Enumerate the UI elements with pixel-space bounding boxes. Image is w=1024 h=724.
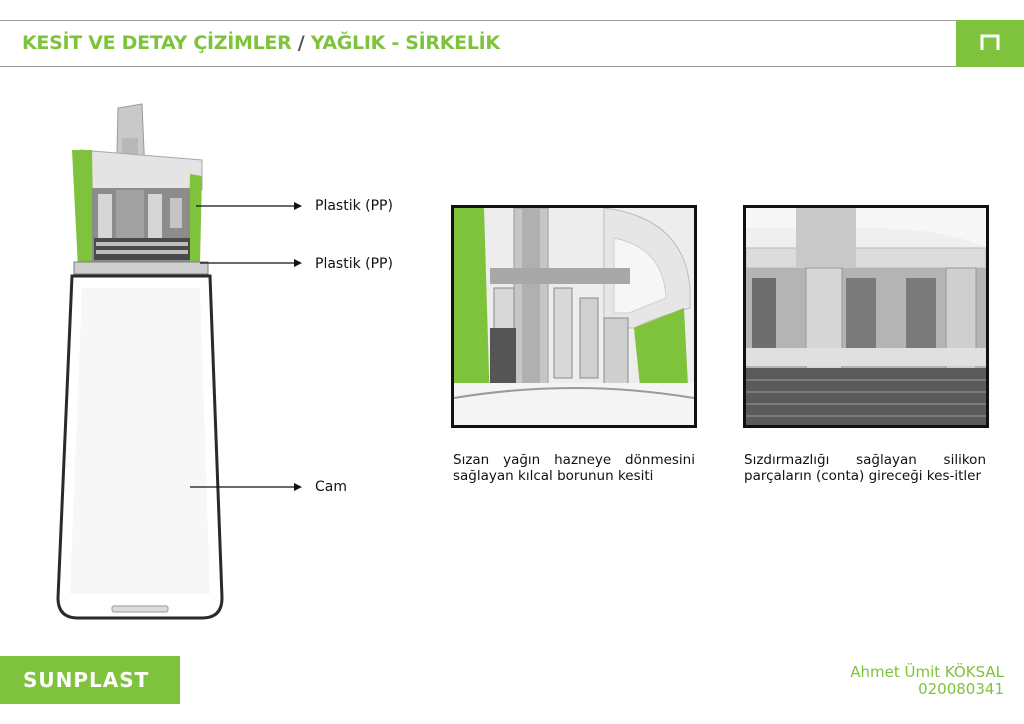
cap-label-arrow [196, 202, 302, 210]
bottle-section-drawing [56, 103, 224, 620]
ring-label-arrow [200, 259, 302, 267]
seal-section-render [746, 208, 986, 425]
header-bottom-rule [0, 66, 956, 67]
brand-logo-box [0, 656, 180, 704]
detail-capillary-section [451, 205, 697, 428]
label-ring-material: Plastik (PP) [315, 256, 393, 272]
brand-logo: SUNPLAST [23, 668, 150, 692]
corner-tab [956, 20, 1024, 67]
author-name: Ahmet Ümit KÖKSAL [850, 663, 1004, 681]
student-id: 020080341 [918, 680, 1004, 698]
title-main: KESİT VE DETAY ÇİZİMLER [22, 32, 292, 54]
detail-seal-section [743, 205, 989, 428]
author-block: Ahmet Ümit KÖKSAL 020080341 [850, 664, 1004, 698]
caption-seal: Sızdırmazlığı sağlayan silikon parçaları… [744, 452, 986, 484]
label-cap-material: Plastik (PP) [315, 198, 393, 214]
page-title: KESİT VE DETAY ÇİZİMLER / YAĞLIK - SİRKE… [22, 32, 500, 54]
body-label-arrow [190, 483, 302, 491]
capillary-section-render [454, 208, 694, 425]
header-top-rule [0, 20, 956, 21]
title-separator: / [291, 32, 311, 54]
label-body-material: Cam [315, 479, 347, 495]
title-sub: YAĞLIK - SİRKELİK [310, 32, 500, 54]
page-tab-icon [980, 34, 1000, 50]
caption-capillary: Sızan yağın hazneye dönmesini sağlayan k… [453, 452, 695, 484]
